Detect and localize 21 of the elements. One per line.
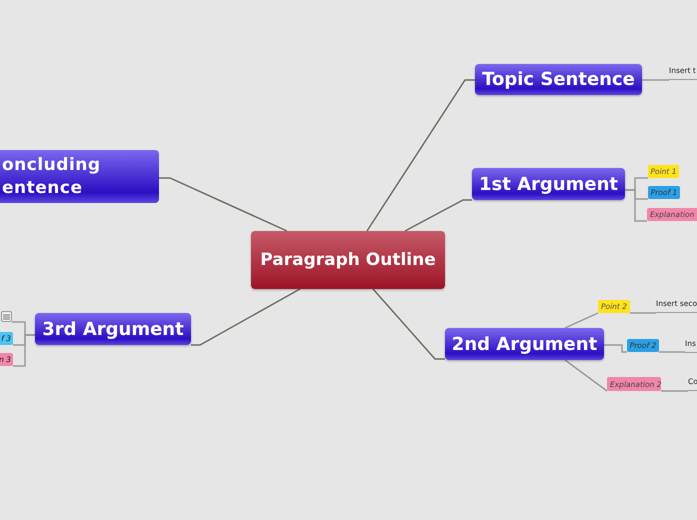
connector-line bbox=[191, 288, 300, 346]
connector-line bbox=[630, 312, 656, 314]
topic-box: 3rd Argument bbox=[35, 313, 191, 345]
connector-line bbox=[404, 199, 472, 232]
connector-line bbox=[366, 79, 475, 232]
connector-line bbox=[372, 288, 445, 360]
topic-box: Topic Sentence bbox=[475, 64, 642, 95]
central-topic: Paragraph Outline bbox=[251, 231, 445, 289]
topic-box: 2nd Argument bbox=[445, 328, 604, 360]
connector-line bbox=[159, 177, 288, 232]
connector-line bbox=[659, 351, 685, 353]
connector-line bbox=[604, 344, 627, 353]
topic-box: 1st Argument bbox=[472, 168, 625, 200]
connector-line bbox=[13, 334, 35, 367]
connector-line bbox=[564, 312, 598, 329]
connector-line bbox=[661, 390, 688, 392]
topic-box: oncluding entence bbox=[0, 150, 159, 203]
connector-line bbox=[564, 359, 608, 392]
connector-line bbox=[625, 189, 647, 222]
connector-line bbox=[642, 79, 669, 81]
menu-icon bbox=[1, 311, 12, 322]
